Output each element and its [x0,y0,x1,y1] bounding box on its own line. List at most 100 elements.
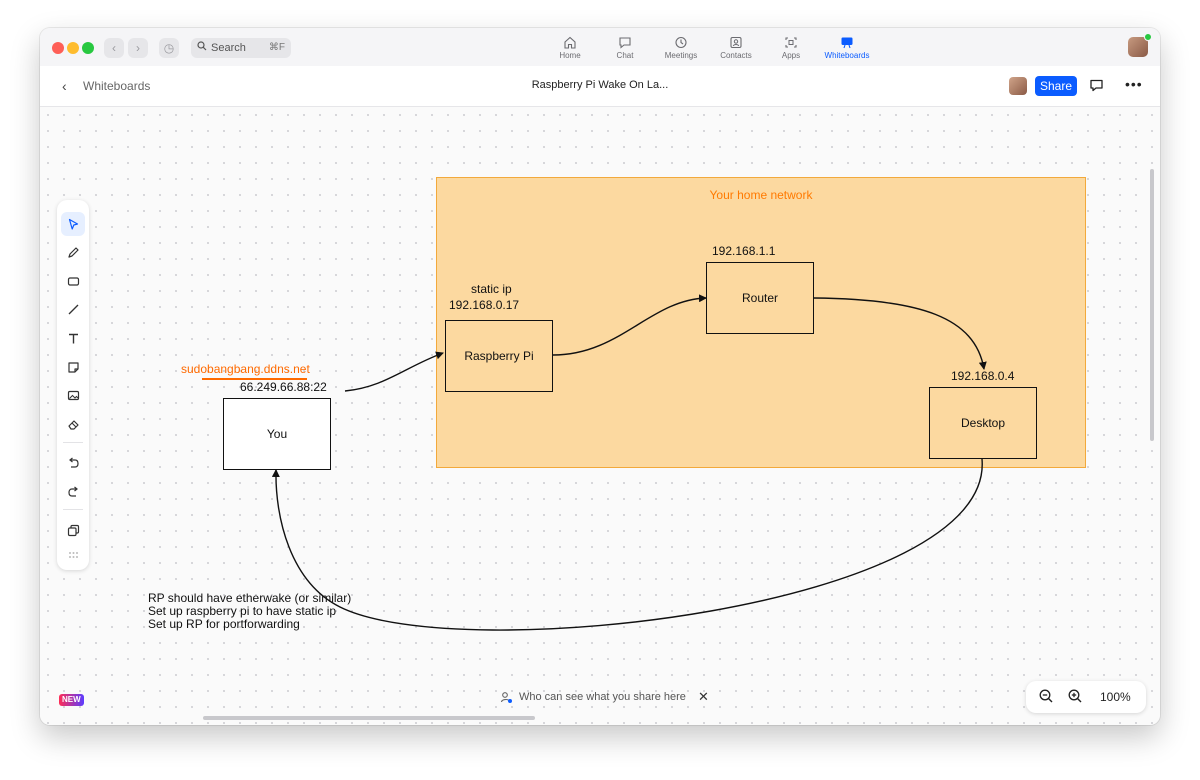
vertical-scrollbar[interactable] [1150,169,1154,441]
router-node[interactable]: Router [706,262,814,334]
chevron-right-icon: › [136,41,140,55]
text-tool-icon [68,333,78,343]
tab-home-label: Home [559,51,581,60]
home-network-label: Your home network [709,188,813,202]
connector-you-to-pi[interactable] [344,351,444,392]
router-label: Router [741,291,779,305]
image-tool-button[interactable] [61,383,85,407]
search-label: Search [211,42,246,54]
tab-meetings-label: Meetings [664,51,698,60]
ddns-hostname-label[interactable]: sudobangbang.ddns.net [181,362,310,376]
toolbar-divider [63,442,83,443]
eraser-tool-icon [67,419,79,430]
collaborator-avatar[interactable] [1009,77,1027,95]
image-tool-icon [67,390,79,400]
more-options-icon[interactable]: ••• [1125,76,1143,92]
new-badge[interactable]: NEW [59,694,84,706]
setup-notes[interactable]: RP should have etherwake (or similar) Se… [148,592,351,631]
line-tool-icon [68,304,78,314]
share-hint-text: Who can see what you share here [519,691,686,703]
pen-tool-icon [67,246,79,258]
tab-meetings[interactable]: Meetings [652,36,710,60]
note-line: RP should have etherwake (or similar) [148,591,352,605]
tab-apps[interactable]: Apps [762,36,820,60]
static-ip-label[interactable]: static ip [471,282,512,296]
online-status-dot [1144,33,1152,41]
home-network-frame[interactable]: Your home network [436,177,1086,468]
toolbar-divider [63,509,83,510]
whiteboard-icon [841,37,853,49]
chevron-left-icon[interactable]: ‹ [62,78,67,94]
apps-icon [785,37,797,48]
app-window: ‹ › ◷ Search ⌘F Home Chat Meetings Conta… [40,28,1160,725]
tab-whiteboards[interactable]: Whiteboards [818,36,876,60]
tool-palette [57,200,89,570]
close-window-button[interactable] [52,42,64,54]
share-visibility-hint: Who can see what you share here ✕ [494,684,721,710]
horizontal-scrollbar[interactable] [203,716,535,720]
search-icon [197,41,207,51]
text-tool-button[interactable] [61,326,85,350]
desktop-label: Desktop [960,416,1006,430]
you-label: You [266,427,288,441]
tab-whiteboards-label: Whiteboards [824,51,870,60]
back-to-whiteboards-link[interactable]: Whiteboards [83,79,151,93]
tab-contacts-label: Contacts [720,51,752,60]
raspberry-pi-label: Raspberry Pi [464,349,534,363]
layers-button[interactable] [61,518,85,542]
maximize-window-button[interactable] [82,42,94,54]
tab-contacts[interactable]: Contacts [707,36,765,60]
connector-router-to-desktop[interactable] [813,297,987,370]
more-tools-button[interactable] [61,543,85,567]
search-box[interactable]: Search ⌘F [191,38,291,58]
ddns-underline [202,378,307,380]
undo-button[interactable] [61,450,85,474]
minimize-window-button[interactable] [67,42,79,54]
line-tool-button[interactable] [61,297,85,321]
title-bar: ‹ › ◷ Search ⌘F Home Chat Meetings Conta… [40,28,1160,67]
history-button[interactable]: ◷ [159,38,179,58]
connector-pi-to-router[interactable] [552,294,707,356]
select-tool-icon [68,218,78,230]
rectangle-tool-button[interactable] [61,269,85,293]
whiteboard-header: ‹ Whiteboards Raspberry Pi Wake On La...… [40,66,1160,107]
public-ip-label[interactable]: 66.249.66.88:22 [240,380,327,394]
search-shortcut: ⌘F [268,42,285,53]
sticky-note-tool-icon [67,361,79,373]
profile-avatar[interactable] [1128,37,1148,57]
connector-desktop-to-you[interactable] [271,458,983,631]
zoom-in-icon[interactable] [1067,688,1083,704]
sticky-note-tool-button[interactable] [61,355,85,379]
zoom-out-icon[interactable] [1038,688,1054,704]
select-tool-button[interactable] [61,212,85,236]
you-node[interactable]: You [223,398,331,470]
whiteboard-canvas[interactable]: Your home network Raspberry Pi Router De… [40,107,1160,725]
chevron-left-icon: ‹ [112,41,116,55]
zoom-level[interactable]: 100% [1100,690,1131,704]
page-title[interactable]: Raspberry Pi Wake On La... [531,79,669,91]
router-ip-label[interactable]: 192.168.1.1 [712,244,776,258]
eraser-tool-button[interactable] [61,412,85,436]
desktop-ip-label[interactable]: 192.168.0.4 [951,369,1015,383]
rectangle-tool-icon [67,276,79,286]
note-line: Set up raspberry pi to have static ip [148,604,337,618]
tab-home[interactable]: Home [541,36,599,60]
share-button[interactable]: Share [1035,76,1077,96]
clock-icon [675,36,687,49]
tab-chat[interactable]: Chat [596,36,654,60]
pi-ip-label[interactable]: 192.168.0.17 [449,298,520,312]
redo-button[interactable] [61,479,85,503]
note-line: Set up RP for portforwarding [148,617,300,631]
raspberry-pi-node[interactable]: Raspberry Pi [445,320,553,392]
layers-icon [67,524,79,536]
tab-chat-label: Chat [616,51,634,60]
pen-tool-button[interactable] [61,240,85,264]
zoom-controls: 100% [1026,681,1146,713]
desktop-node[interactable]: Desktop [929,387,1037,459]
connectors-layer [271,294,987,631]
back-nav-button[interactable]: ‹ [104,38,124,58]
home-icon [564,36,576,49]
close-icon[interactable]: ✕ [697,689,709,704]
comment-icon[interactable] [1089,78,1104,93]
forward-nav-button[interactable]: › [128,38,148,58]
